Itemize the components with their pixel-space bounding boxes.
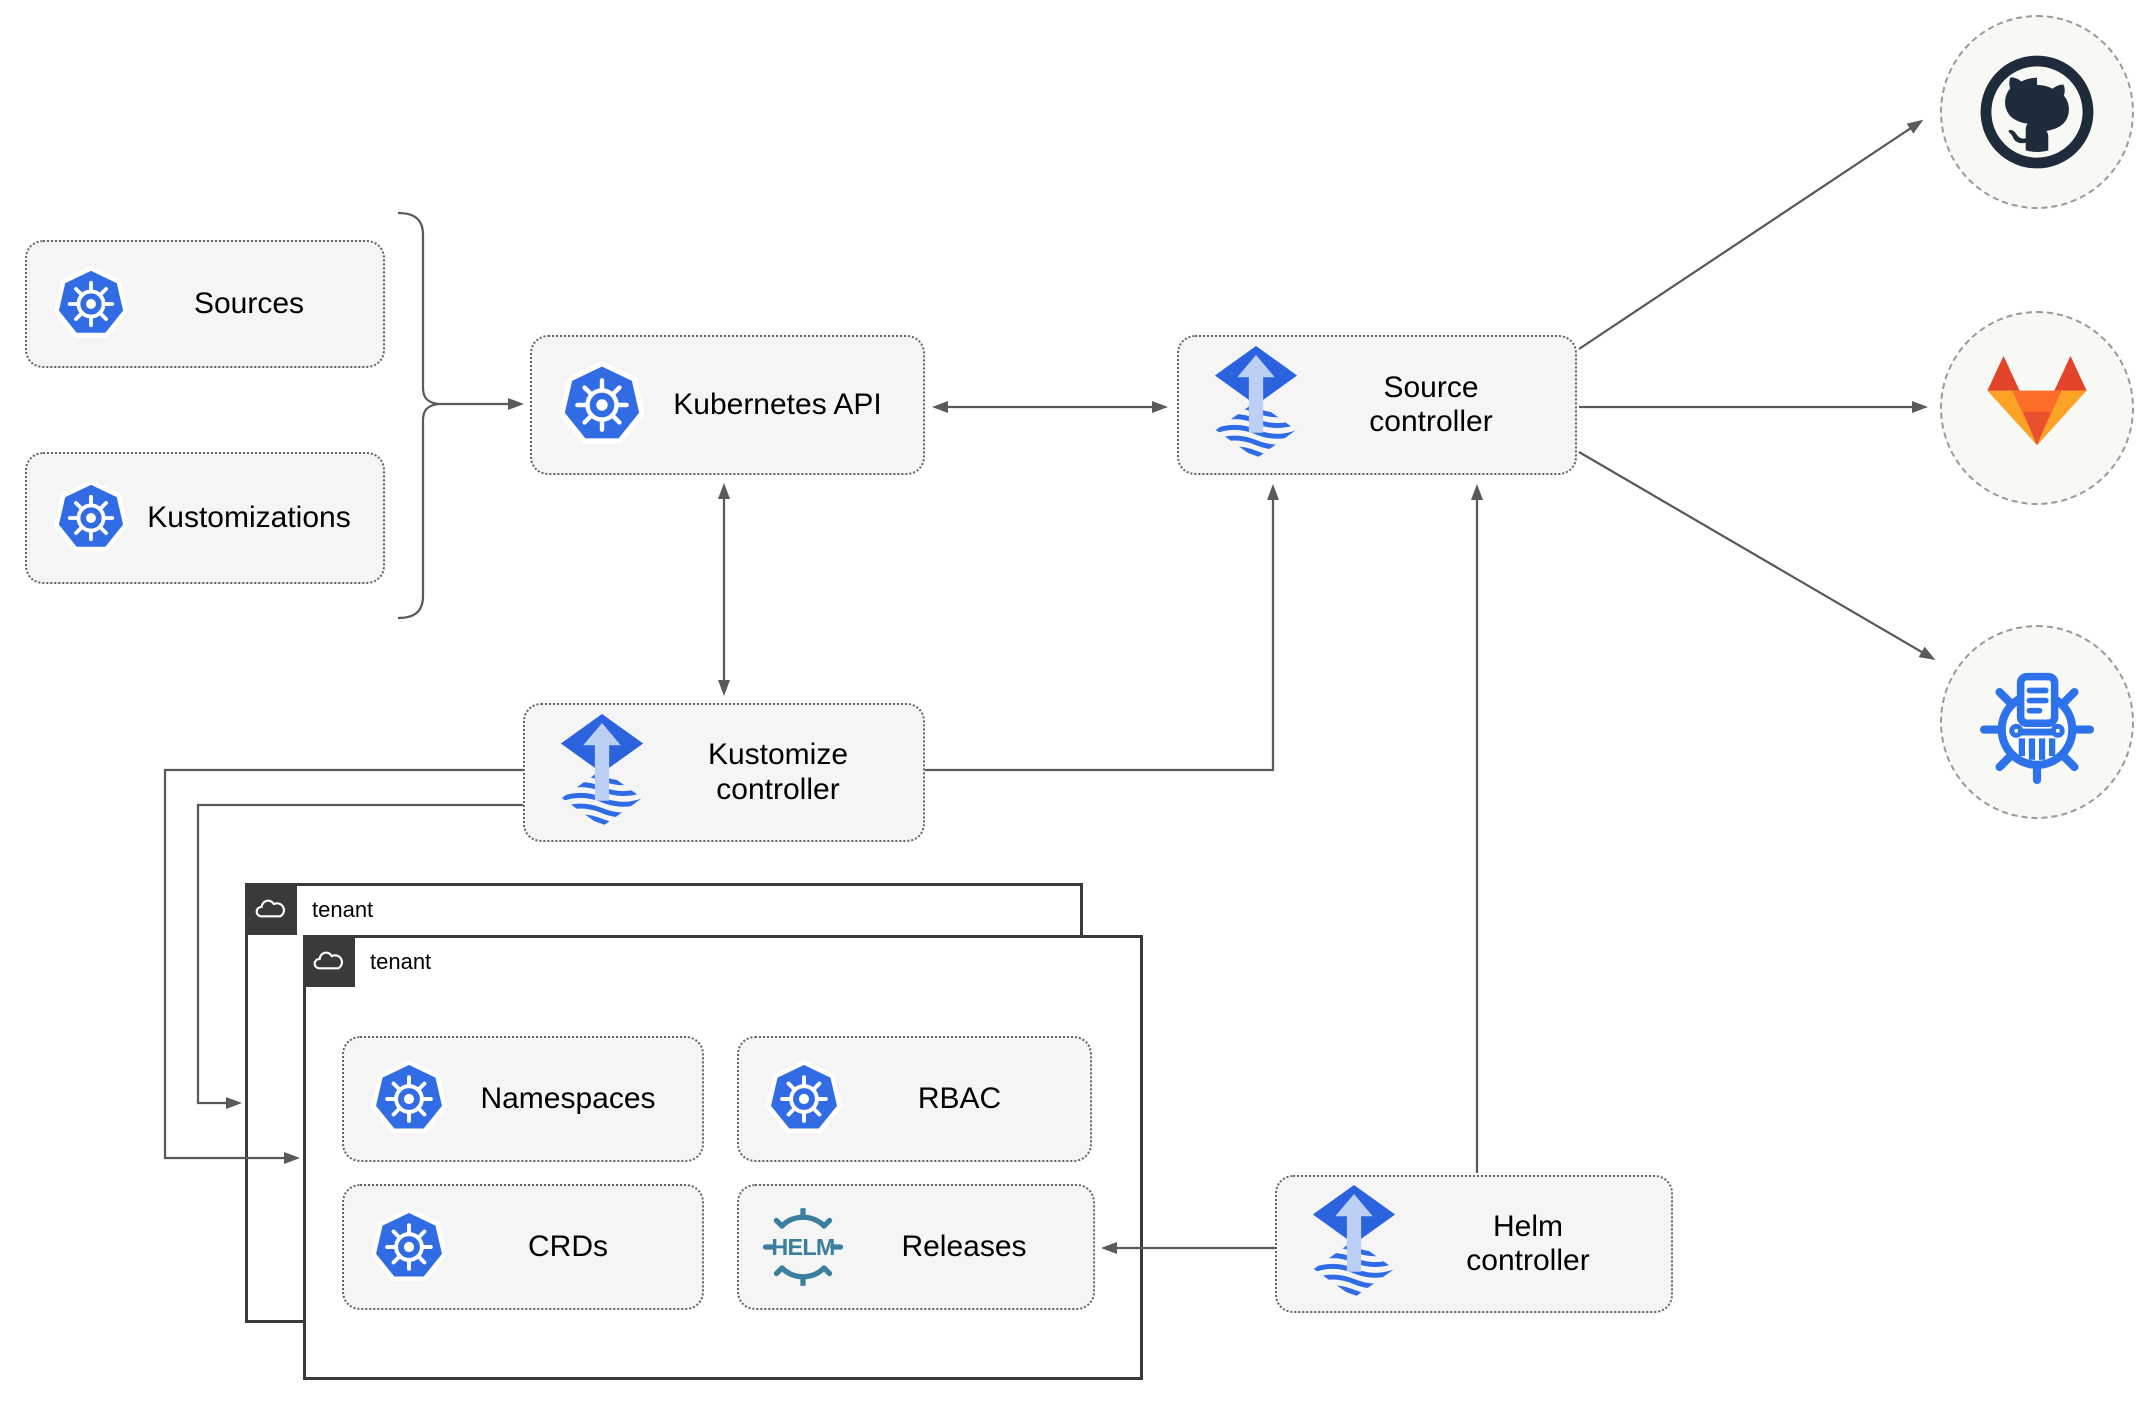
cloud-icon: [311, 949, 347, 974]
kubernetes-icon: [558, 361, 646, 449]
arrow-kustomize-to-source: [925, 484, 1279, 772]
node-rbac: RBAC: [737, 1036, 1092, 1162]
external-gitlab: [1940, 311, 2134, 505]
kubernetes-icon: [370, 1208, 448, 1286]
kubernetes-icon: [765, 1060, 843, 1138]
node-kubernetes-api-label: Kubernetes API: [673, 387, 882, 421]
bracket-sources-group: [397, 211, 440, 620]
node-crds-label: CRDs: [528, 1229, 608, 1263]
arrow-source-to-github: [1578, 119, 1924, 350]
flux-icon: [1309, 1185, 1399, 1303]
node-kustomize-controller-label: Kustomize controller: [707, 738, 849, 806]
kubernetes-icon: [370, 1060, 448, 1138]
node-helm-controller-label: Helm controller: [1466, 1209, 1590, 1278]
gitlab-icon: [1975, 346, 2099, 470]
flux-icon: [557, 714, 647, 832]
node-source-controller: Source controller: [1177, 335, 1577, 475]
node-kustomize-controller: Kustomize controller: [523, 703, 925, 842]
arrow-source-to-storage: [1578, 451, 1936, 661]
tenant-label: tenant: [312, 897, 374, 922]
node-source-controller-label: Source controller: [1369, 370, 1493, 439]
node-namespaces-label: Namespaces: [480, 1081, 656, 1115]
github-icon: [1977, 52, 2097, 172]
node-kustomizations: Kustomizations: [25, 452, 385, 584]
helm-logo: HELM: [757, 1207, 849, 1287]
cloud-icon: [253, 897, 289, 922]
external-storage: [1940, 625, 2134, 819]
node-crds: CRDs: [342, 1184, 704, 1310]
storage-bucket-icon: [1974, 659, 2100, 785]
tenant-badge: [245, 883, 297, 935]
tenant-badge: [303, 935, 355, 987]
kubernetes-icon: [53, 480, 129, 556]
tenant-label: tenant: [370, 949, 432, 974]
node-sources: Sources: [25, 240, 385, 368]
node-rbac-label: RBAC: [917, 1081, 1002, 1115]
node-releases: HELM Releases: [737, 1184, 1095, 1310]
node-namespaces: Namespaces: [342, 1036, 704, 1162]
flux-icon: [1211, 346, 1301, 464]
node-kubernetes-api: Kubernetes API: [530, 335, 925, 475]
node-kustomizations-label: Kustomizations: [147, 500, 351, 534]
kubernetes-icon: [53, 266, 129, 342]
helm-logo-text: HELM: [771, 1234, 834, 1260]
node-releases-label: Releases: [901, 1229, 1027, 1263]
node-helm-controller: Helm controller: [1275, 1175, 1673, 1313]
node-sources-label: Sources: [193, 286, 305, 320]
external-github: [1940, 15, 2134, 209]
